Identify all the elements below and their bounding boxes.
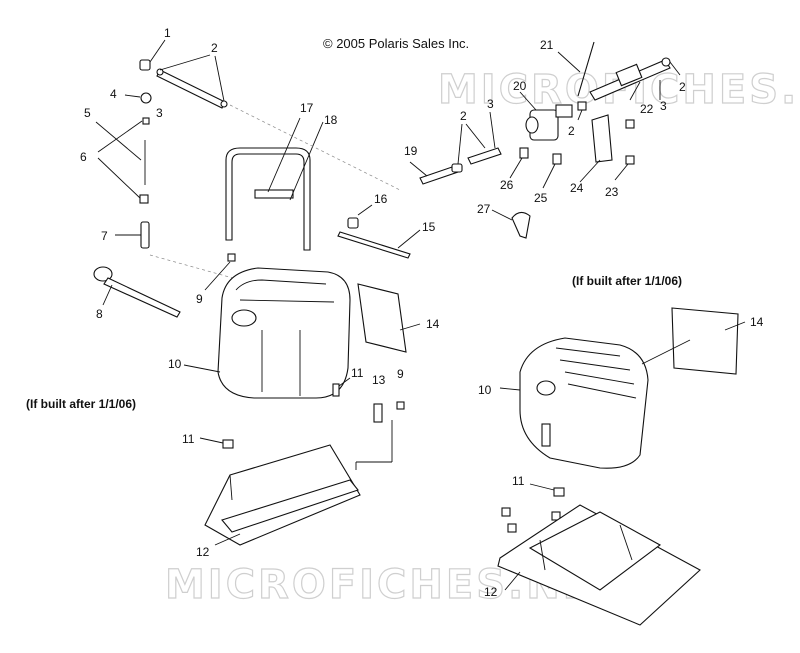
part-fitting-1	[139, 39, 166, 71]
callout-22: 22	[640, 102, 654, 116]
part-pad-14-right	[671, 307, 739, 375]
part-hose-2	[156, 54, 228, 109]
part-bolt-13	[373, 403, 383, 423]
copyright-text: © 2005 Polaris Sales Inc.	[323, 36, 469, 51]
note-left: (If built after 1/1/06)	[26, 397, 136, 411]
callout-8: 8	[96, 307, 103, 321]
note-right: (If built after 1/1/06)	[572, 274, 682, 288]
part-fitting-25	[552, 153, 562, 165]
part-clamp-4	[140, 92, 152, 104]
part-screw-11e	[507, 523, 517, 533]
callout-9-left: 9	[196, 292, 203, 306]
callout-12-left: 12	[196, 545, 210, 559]
callout-13: 13	[372, 373, 386, 387]
callout-15: 15	[422, 220, 436, 234]
callout-26: 26	[500, 178, 514, 192]
part-plug-7	[140, 221, 150, 249]
part-fuel-tank-10-right	[519, 337, 649, 469]
part-nut-9b	[396, 401, 405, 410]
callout-6: 6	[80, 150, 87, 164]
callout-14-left: 14	[426, 317, 440, 331]
part-screw-11a	[332, 383, 340, 397]
callout-21: 21	[540, 38, 554, 52]
callout-23: 23	[605, 185, 619, 199]
callout-20: 20	[513, 79, 527, 93]
part-fuel-tank-10-left	[217, 267, 351, 399]
callout-11-right: 11	[512, 474, 525, 488]
part-tray-12-right	[497, 504, 701, 626]
callout-2-mid: 2	[460, 109, 467, 123]
callout-11-left-b: 11	[182, 432, 195, 446]
callout-3-right: 3	[660, 99, 667, 113]
callout-5: 5	[84, 106, 91, 120]
part-fuel-pump-20	[525, 104, 573, 141]
part-rod-15	[337, 231, 411, 259]
part-bolt-23	[625, 155, 635, 165]
callout-27: 27	[477, 202, 491, 216]
part-line-21	[577, 41, 595, 97]
callout-2-top: 2	[211, 41, 218, 55]
callout-2-right: 2	[679, 80, 686, 94]
part-fuel-gauge-8	[93, 266, 181, 318]
callout-4: 4	[110, 87, 117, 101]
callout-24: 24	[570, 181, 584, 195]
callout-17: 17	[300, 101, 314, 115]
part-screw-11b	[222, 439, 234, 449]
callout-16: 16	[374, 192, 388, 206]
callout-3-top: 3	[156, 106, 163, 120]
part-vent-5	[139, 117, 150, 204]
part-grommet-26	[519, 147, 529, 159]
part-clip-27	[511, 211, 531, 239]
callout-25: 25	[534, 191, 548, 205]
part-clamp-2b	[451, 163, 463, 173]
part-bracket-24	[591, 114, 613, 163]
callout-18: 18	[324, 113, 338, 127]
part-tray-12-left	[204, 444, 361, 546]
callout-9-right: 9	[397, 367, 404, 381]
callout-10-right: 10	[478, 383, 492, 397]
part-pad-14-left	[357, 283, 407, 353]
callout-19: 19	[404, 144, 418, 158]
callout-2-pump: 2	[568, 124, 575, 138]
part-nut-24a	[625, 119, 635, 129]
callout-12-right: 12	[484, 585, 498, 599]
callout-7: 7	[101, 229, 108, 243]
callout-1: 1	[164, 26, 171, 40]
part-nut-9	[227, 253, 236, 262]
part-strap-18	[225, 147, 311, 251]
part-screw-11c	[553, 487, 565, 497]
callout-11-left-a: 11	[351, 366, 364, 380]
part-clamp-2c	[577, 101, 587, 111]
part-fitting-16	[347, 217, 359, 229]
part-hose-3b	[467, 147, 502, 165]
part-screw-11f	[551, 511, 561, 521]
callout-10-left: 10	[168, 357, 182, 371]
callout-14-right: 14	[750, 315, 764, 329]
part-screw-11d	[501, 507, 511, 517]
callout-3-mid: 3	[487, 97, 494, 111]
